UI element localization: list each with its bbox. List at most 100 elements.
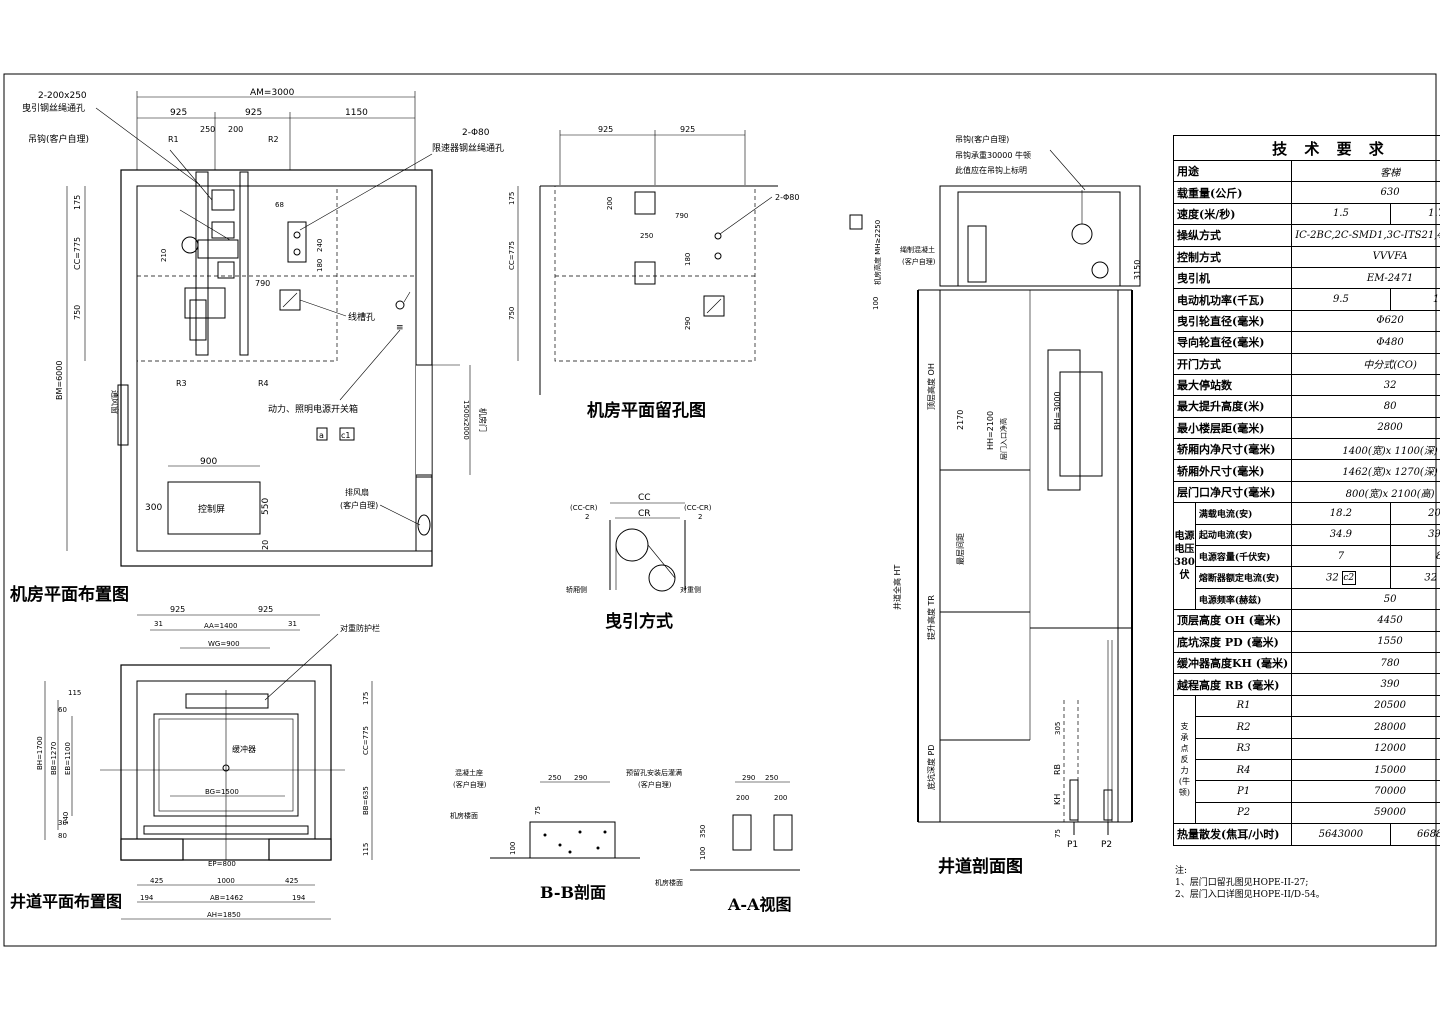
spec-cell: Φ620: [1292, 310, 1440, 331]
sec-pd: 底坑深度 PD: [926, 744, 936, 790]
shaft-dim-bb: BB=1270: [50, 742, 58, 775]
spec-row: 轿厢外尺寸(毫米)1462(宽)x 1270(深): [1174, 460, 1440, 481]
spec-value: 20.6: [1428, 508, 1440, 519]
spec-cell: 2800: [1292, 417, 1440, 438]
spec-row: 越程高度 RB (毫米)390: [1174, 674, 1440, 695]
spec-power-row: 电源频率(赫兹)50: [1174, 588, 1440, 609]
mr-dim-250: 250: [200, 125, 215, 134]
spec-row: 顶层高度 OH (毫米)4450: [1174, 610, 1440, 631]
spec-cell: 起动电流(安): [1195, 524, 1291, 545]
holes-phi-label: 2-Φ80: [775, 193, 799, 202]
sec-dim-100: 100: [872, 297, 880, 310]
mr-dim-68: 68: [275, 201, 284, 209]
spec-cell: 32: [1292, 374, 1440, 395]
traction-left: (CC-CR): [570, 504, 598, 512]
shaft-dim-bb635: BB=635: [362, 786, 370, 815]
spec-cell: 28000: [1292, 717, 1440, 738]
bb-dim-250: 250: [548, 774, 561, 782]
title-traction: 曳引方式: [605, 611, 673, 632]
spec-cell: 1462(宽)x 1270(深): [1292, 460, 1440, 481]
mr-dim-175: 175: [73, 195, 82, 210]
shaft-dim-bh: BH=1700: [36, 736, 44, 770]
spec-cell: Φ480: [1292, 332, 1440, 353]
shaft-dim-140: 140: [62, 812, 70, 825]
shaft-dim-31a: 31: [154, 620, 163, 628]
spec-cell: 导向轮直径(毫米): [1174, 332, 1292, 353]
mr-r4: R4: [258, 379, 269, 388]
shaft-dim-115b: 115: [362, 843, 370, 856]
mr-dim-240: 240: [316, 239, 324, 252]
bb-dim-75: 75: [534, 806, 542, 815]
spec-value: 7: [1338, 551, 1344, 562]
spec-cell: 1.5: [1292, 203, 1390, 224]
sec-mrh: 机房高度 MH≥2250: [873, 220, 882, 285]
mr-hole1-label: 2-200x250: [38, 91, 87, 101]
spec-cell: 18.2: [1292, 503, 1390, 524]
aa-dim-200b: 200: [774, 794, 787, 802]
spec-row: 速度(米/秒)1.51.75: [1174, 203, 1440, 224]
spec-cell: 39.8: [1390, 524, 1440, 545]
spec-cell: 曳引机: [1174, 267, 1292, 288]
spec-row: 最大提升高度(米)80: [1174, 396, 1440, 417]
sec-bh: BH=3000: [1053, 391, 1062, 430]
shaft-dim-1000: 1000: [217, 877, 235, 885]
mr-dim-925a: 925: [170, 108, 187, 118]
spec-value: 32: [1424, 572, 1437, 583]
sec-beam-2: (客户自理): [902, 257, 936, 266]
mr-dim-750: 750: [73, 305, 82, 320]
spec-cell: 20.6: [1390, 503, 1440, 524]
spec-row: 电动机功率(千瓦)9.511: [1174, 289, 1440, 310]
spec-cell: 1400(宽)x 1100(深): [1292, 439, 1440, 460]
traction-cw: 对重侧: [680, 585, 701, 594]
mr-r2: R2: [268, 135, 279, 144]
spec-value: 32: [1326, 572, 1339, 583]
spec-cell: 操纵方式: [1174, 225, 1292, 246]
spec-cell: 电动机功率(千瓦): [1174, 289, 1292, 310]
sec-hh2: 层门入口净高: [999, 418, 1008, 460]
spec-row: 层门口净尺寸(毫米)800(宽)x 2100(高): [1174, 481, 1440, 502]
mr-top-dim: AM=3000: [250, 88, 295, 98]
sec-rb: RB: [1053, 764, 1062, 775]
bb-section: 混凝土座 (客户自理) 机房楼面 250 290 100 75 B-B剖面: [450, 768, 640, 902]
shaft-dim-cc: CC=775: [362, 726, 370, 755]
shaft-dim-eb: EB=1100: [64, 742, 72, 775]
holes-dim-180: 180: [684, 253, 692, 266]
shaft-plan-layout: 925 925 AA=1400 31 31 WG=900 缓冲器 BG=1500…: [10, 605, 380, 919]
mr-dim-20: 20: [261, 540, 270, 550]
spec-cell: 800(宽)x 2100(高): [1292, 481, 1440, 502]
holes-dim-750: 750: [508, 307, 516, 320]
spec-table: 技 术 要 求 用途客梯载重量(公斤)630速度(米/秒)1.51.75操纵方式…: [1173, 135, 1440, 846]
spec-cell: 6688000: [1390, 824, 1440, 845]
note-1: 1、层门口留孔图见HOPE-II-27;: [1175, 877, 1325, 889]
machine-room-layout: AM=3000 925 925 1150 250 200 通风窗: [10, 88, 504, 605]
traction-diagram: CC CR (CC-CR) 2 (CC-CR) 2 轿厢侧 对重侧 曳引方式: [566, 493, 712, 632]
spec-cell: R4: [1195, 759, 1291, 780]
spec-cell: 最小楼层距(毫米): [1174, 417, 1292, 438]
mr-dim-300: 300: [145, 503, 162, 513]
sec-beam: 绳制混凝土: [900, 245, 935, 254]
bb-concrete: 混凝土座: [455, 768, 483, 777]
mr-dim-550: 550: [261, 498, 271, 515]
holes-dim-790: 790: [675, 212, 688, 220]
sec-75: 75: [1054, 829, 1062, 838]
spec-cell: 390: [1292, 674, 1440, 695]
holes-dim-200: 200: [606, 197, 614, 210]
bb-dim-290: 290: [574, 774, 587, 782]
spec-cell: IC-2BC,2C-SMD1,3C-ITS21,4C-ITS21: [1292, 225, 1440, 246]
spec-header: 技 术 要 求: [1174, 136, 1440, 161]
sec-p2: P2: [1101, 840, 1112, 850]
spec-cell: 630: [1292, 182, 1440, 203]
spec-cell: 速度(米/秒): [1174, 203, 1292, 224]
mr-box-c1: c1: [341, 431, 351, 440]
sec-hh: HH=2100: [986, 411, 995, 450]
spec-row: 轿厢内净尺寸(毫米)1400(宽)x 1100(深): [1174, 439, 1440, 460]
switch-label: 动力、照明电源开关箱: [268, 403, 358, 415]
title-bb-section: B-B剖面: [540, 883, 606, 902]
